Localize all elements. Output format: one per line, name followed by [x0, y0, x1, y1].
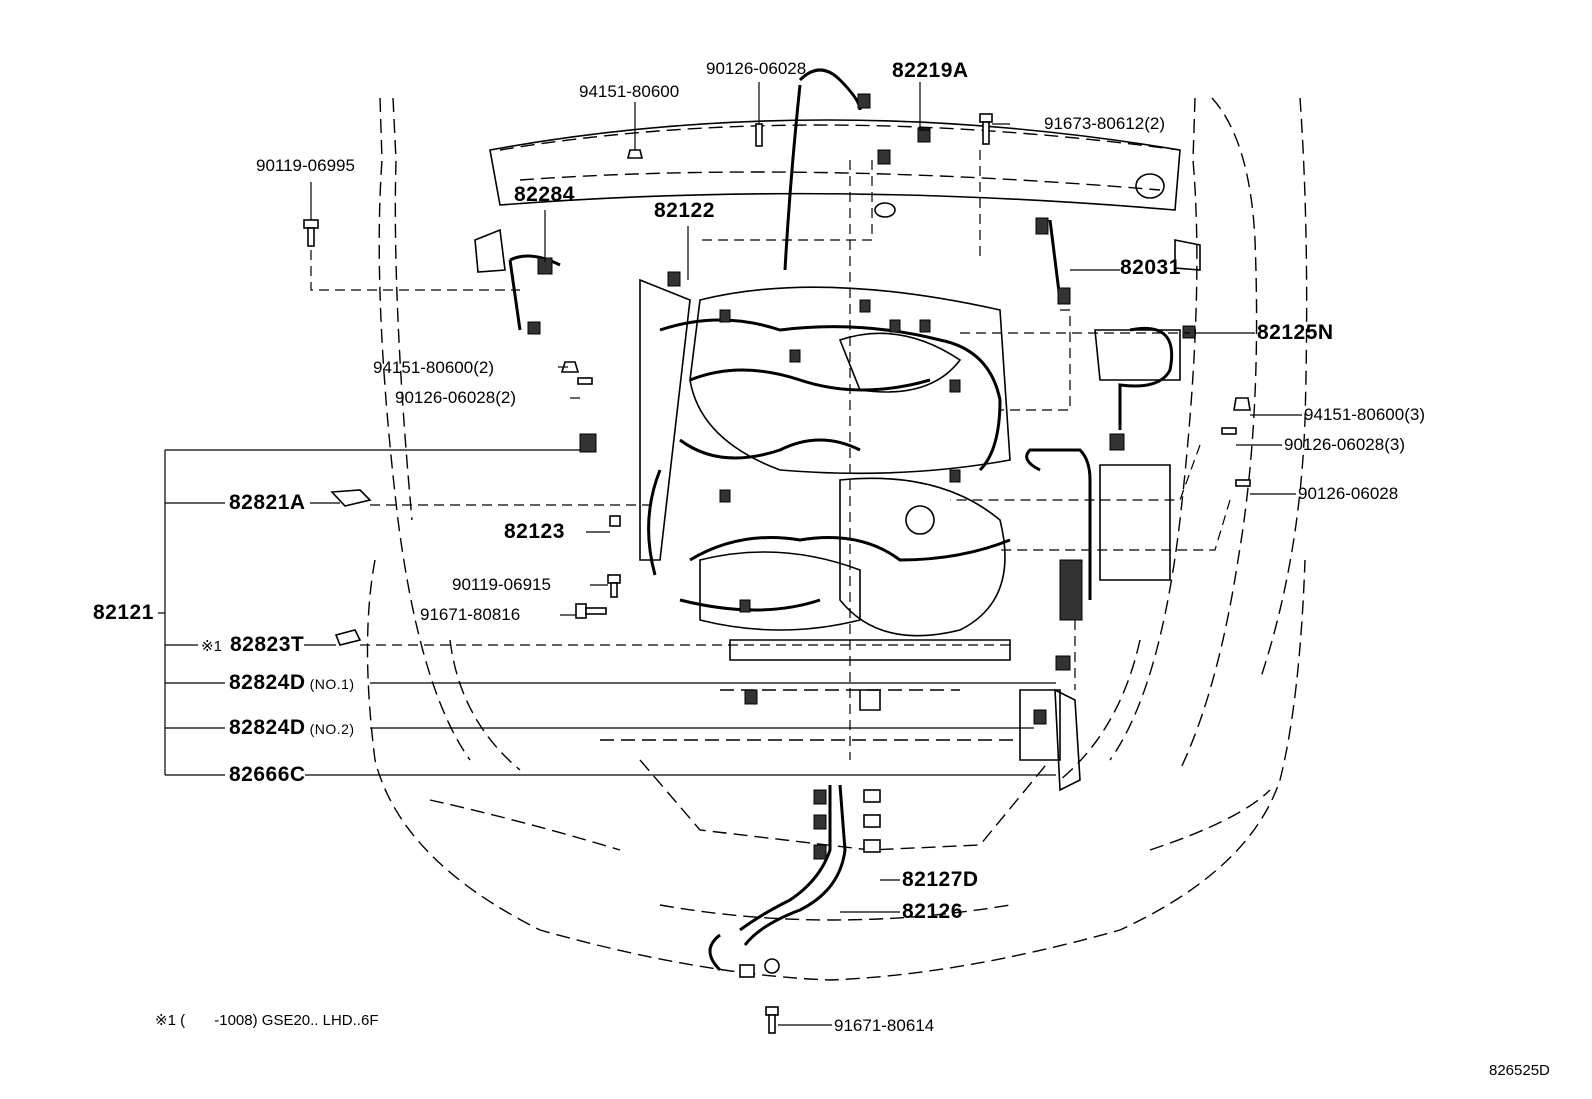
part-90126-06028-2: 90126-06028(2) [395, 388, 516, 407]
part-82125N: 82125N [1257, 321, 1334, 344]
part-91671-80614: 91671-80614 [834, 1016, 935, 1035]
part-90126-06028-right: 90126-06028 [1298, 484, 1399, 503]
part-90126-06028-3: 90126-06028(3) [1284, 435, 1405, 454]
part-82824D-no1-number: 82824D [229, 671, 306, 694]
part-91671-80816: 91671-80816 [420, 605, 521, 624]
part-82666C: 82666C [229, 763, 306, 786]
part-82823T: 82823T [230, 633, 305, 656]
part-82824D-no1: 82824D(NO.1) [229, 671, 355, 696]
part-90119-06995: 90119-06995 [256, 156, 355, 175]
part-82821A: 82821A [229, 491, 306, 514]
fasteners [303, 113, 1251, 1034]
part-82123: 82123 [504, 520, 565, 543]
main-wire-harness [508, 68, 1174, 972]
part-90119-06915: 90119-06915 [452, 575, 551, 594]
part-82219A: 82219A [892, 59, 969, 82]
part-82122: 82122 [654, 199, 715, 222]
part-90126-06028-top: 90126-06028 [706, 59, 807, 78]
figure-code: 826525D [1489, 1062, 1550, 1079]
part-82121: 82121 [93, 601, 154, 624]
part-82824D-no2: 82824D(NO.2) [229, 716, 355, 741]
engine-bay-outline [474, 119, 1201, 792]
part-82824D-no2-note: (NO.2) [309, 721, 355, 737]
part-94151-80600-top: 94151-80600 [579, 82, 680, 101]
part-82284: 82284 [514, 183, 575, 206]
part-82126: 82126 [902, 900, 963, 923]
part-82823T-mark: ※1 [201, 638, 222, 655]
part-94151-80600-3: 94151-80600(3) [1304, 405, 1425, 424]
part-82824D-no2-number: 82824D [229, 716, 306, 739]
footnote: ※1 ( -1008) GSE20.. LHD..6F [155, 1012, 379, 1029]
connectors [527, 93, 1196, 978]
leader-lines [158, 82, 1302, 1026]
part-91673-80612: 91673-80612(2) [1044, 114, 1165, 133]
part-82824D-no1-note: (NO.1) [309, 676, 355, 692]
part-82031: 82031 [1120, 256, 1181, 279]
vehicle-body-outline [366, 97, 1308, 981]
part-82127D: 82127D [902, 868, 979, 891]
part-94151-80600-2: 94151-80600(2) [373, 358, 494, 377]
